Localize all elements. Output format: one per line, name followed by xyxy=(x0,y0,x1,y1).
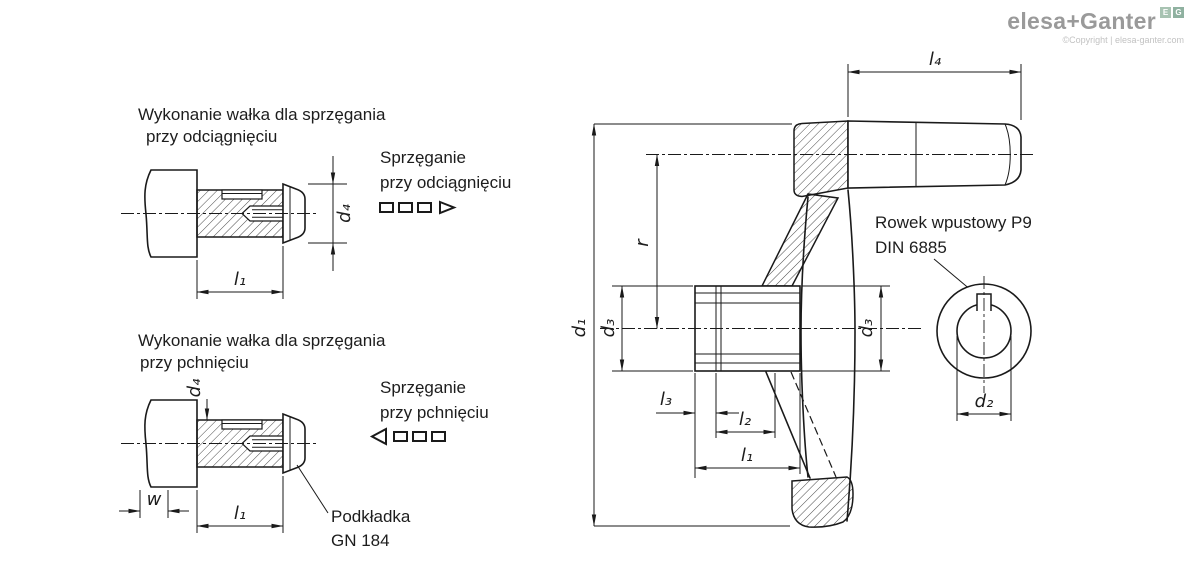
dim-l1-push: l₁ xyxy=(196,476,284,533)
arrow-right-icon xyxy=(439,200,457,215)
pull-caption-line1: Sprzęganie xyxy=(380,148,466,167)
dim-label-d2: d₂ xyxy=(975,391,994,412)
brand-name: elesa+Ganter xyxy=(1007,8,1156,34)
symbol-square xyxy=(379,202,394,213)
dim-l3-l2-l1: l₃ l₂ l₁ xyxy=(656,373,801,478)
pull-title-line2: przy odciągnięciu xyxy=(146,127,277,146)
dim-l1-pull: l₁ xyxy=(196,246,284,299)
keyway-label-line1: Rowek wpustowy P9 xyxy=(875,213,1032,232)
dim-label-d3: d₃ xyxy=(856,319,877,338)
dim-label-l1: l₁ xyxy=(234,503,246,524)
pull-shaft-drawing: Wykonanie wałka dla sprzęgania przy odci… xyxy=(121,105,511,299)
badge-g-icon: G xyxy=(1173,7,1184,18)
keyway-detail: Rowek wpustowy P9 DIN 6885 d₂ xyxy=(875,213,1032,421)
keyway-label-line2: DIN 6885 xyxy=(875,238,947,257)
spoke-top-section xyxy=(760,193,840,287)
symbol-square xyxy=(412,431,427,442)
dim-label-r: r xyxy=(632,238,653,247)
dim-d4-pull: d₄ xyxy=(308,156,355,271)
pull-direction-symbol xyxy=(379,200,457,215)
dim-r: r xyxy=(632,154,660,329)
dim-label-l4: l₄ xyxy=(929,49,942,70)
keyway-slot xyxy=(221,189,263,200)
push-caption-line1: Sprzęganie xyxy=(380,378,466,397)
keyway-slot xyxy=(221,419,263,430)
push-title-line1: Wykonanie wałka dla sprzęgania xyxy=(138,331,386,350)
push-shaft-drawing: Wykonanie wałka dla sprzęgania przy pchn… xyxy=(119,331,489,550)
brand-logo-row: elesa+Ganter E G xyxy=(1007,7,1184,34)
dim-w: w xyxy=(119,489,189,518)
spoke-bottom-edge xyxy=(765,371,811,479)
handle-boss xyxy=(793,120,849,198)
symbol-square xyxy=(431,431,446,442)
dim-label-d4: d₄ xyxy=(184,378,205,397)
dim-label-l3: l₃ xyxy=(660,389,672,410)
spoke-hidden-edge xyxy=(790,371,837,478)
symbol-square xyxy=(393,431,408,442)
badge-e-icon: E xyxy=(1160,7,1171,18)
dim-d3-right: d₃ xyxy=(802,285,890,372)
dim-l4: l₄ xyxy=(847,49,1022,120)
rim-inner-edge xyxy=(800,196,809,478)
dim-label-d3: d₃ xyxy=(598,319,619,338)
pull-title-line1: Wykonanie wałka dla sprzęgania xyxy=(138,105,386,124)
pull-caption-line2: przy odciągnięciu xyxy=(380,173,511,192)
washer-label-line1: Podkładka xyxy=(331,507,411,526)
symbol-square xyxy=(417,202,432,213)
washer-label-line2: GN 184 xyxy=(331,531,390,550)
push-direction-symbol xyxy=(369,427,446,446)
dim-label-l1: l₁ xyxy=(741,445,753,466)
dim-label-l1: l₁ xyxy=(234,269,246,290)
dim-label-l2: l₂ xyxy=(739,409,751,430)
dim-label-w: w xyxy=(147,489,162,510)
symbol-square xyxy=(398,202,413,213)
arrow-left-icon xyxy=(369,427,387,446)
push-title-line2: przy pchnięciu xyxy=(140,353,249,372)
brand-badges: E G xyxy=(1160,7,1184,18)
rim-outer-edge xyxy=(846,189,856,522)
brand-logo: elesa+Ganter E G ©Copyright | elesa-gant… xyxy=(1007,7,1184,45)
washer-leader-line xyxy=(296,464,329,514)
dim-label-d4: d₄ xyxy=(334,203,355,222)
push-caption-line2: przy pchnięciu xyxy=(380,403,489,422)
brand-copyright: ©Copyright | elesa-ganter.com xyxy=(1062,35,1184,45)
dim-d4-push: d₄ xyxy=(184,378,216,421)
dim-label-d1: d₁ xyxy=(569,319,590,338)
handwheel-section-view: l₄ d₁ r d₃ xyxy=(569,49,1034,528)
dim-d2: d₂ xyxy=(956,336,1012,421)
dim-d1: d₁ xyxy=(569,123,792,527)
dim-d3-left: d₃ xyxy=(598,285,693,372)
rim-bottom-section xyxy=(791,476,854,528)
